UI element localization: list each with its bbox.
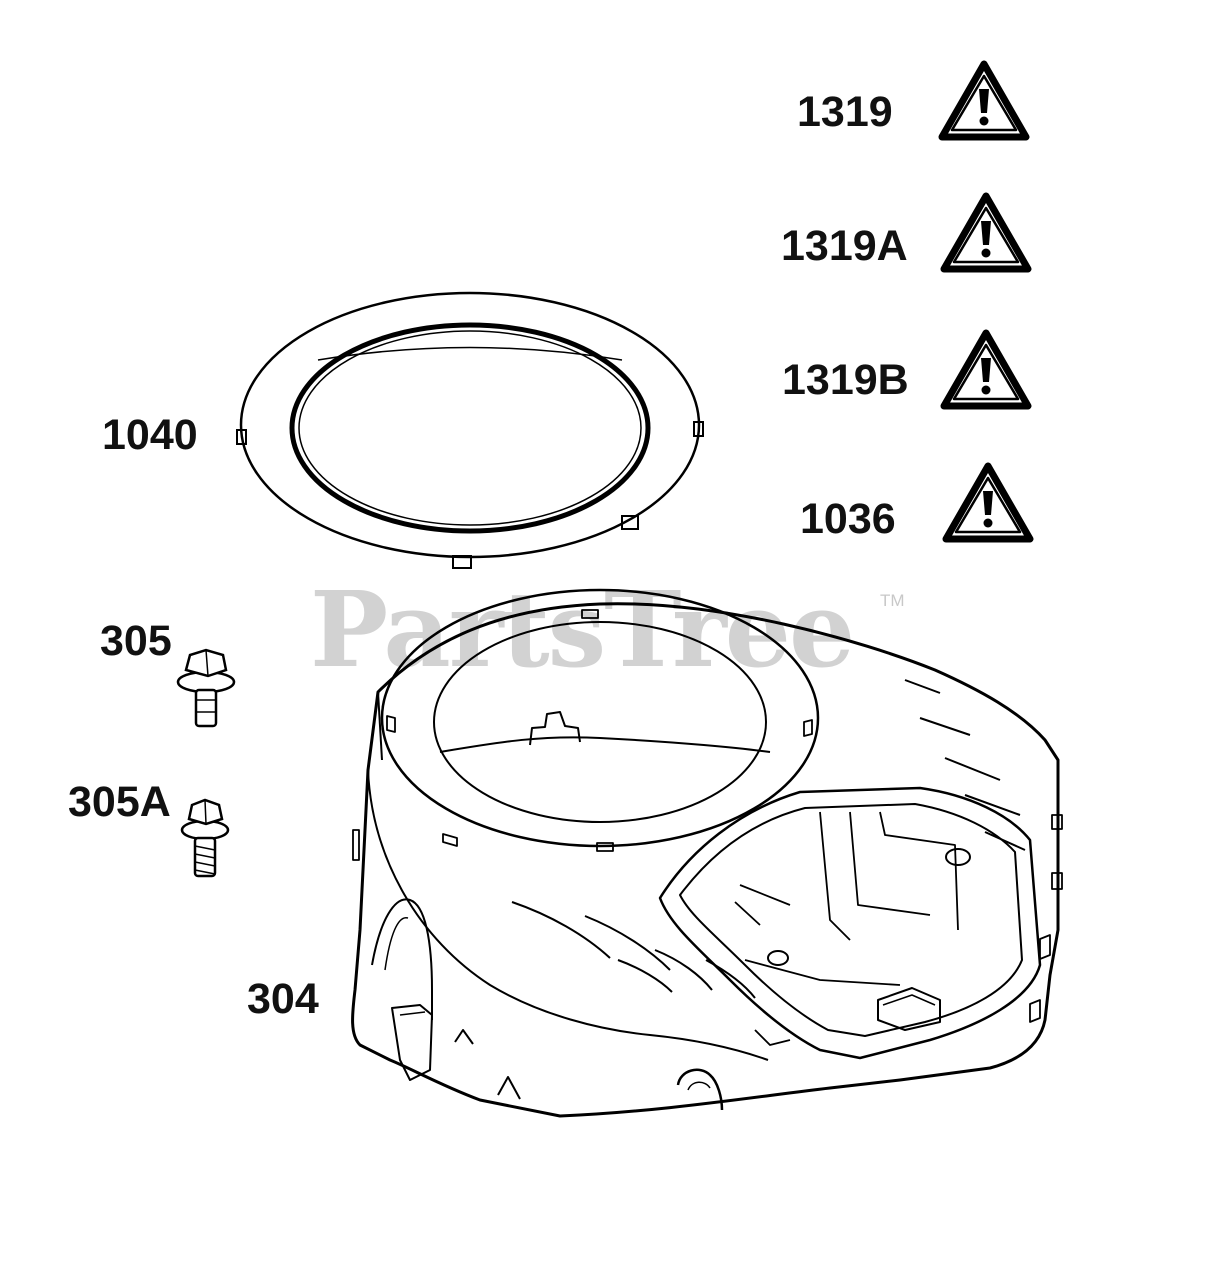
part-number-1036: 1036 — [800, 495, 896, 543]
part-number-304: 304 — [247, 975, 319, 1023]
part-number-1319: 1319 — [797, 88, 893, 136]
bolt-part-305a[interactable] — [180, 798, 230, 878]
trademark-mark: TM — [880, 591, 905, 610]
part-number-1040: 1040 — [102, 411, 198, 459]
warning-icon-1319b[interactable] — [944, 333, 1028, 406]
bolt-part-305[interactable] — [176, 648, 236, 728]
part-number-1319b: 1319B — [782, 356, 909, 404]
part-number-1319a: 1319A — [781, 222, 908, 270]
warning-icon-1036[interactable] — [946, 466, 1030, 539]
warning-icon-1319a[interactable] — [944, 196, 1028, 269]
part-number-305: 305 — [100, 617, 172, 665]
warning-icon-1319[interactable] — [942, 64, 1026, 137]
blower-housing-part-304[interactable] — [351, 588, 1063, 1118]
part-number-305a: 305A — [68, 778, 171, 826]
ring-part-1040[interactable] — [236, 291, 704, 569]
